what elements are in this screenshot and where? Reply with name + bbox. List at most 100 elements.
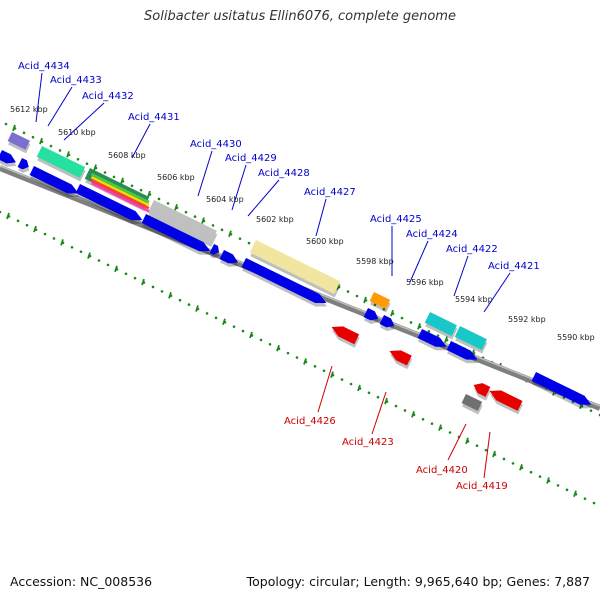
reverse-gene-0-body <box>331 326 360 345</box>
map-title: Solibacter usitatus Ellin6076, complete … <box>144 9 456 24</box>
forward-gene-leader <box>453 255 469 297</box>
tick-bottom-dot <box>448 431 452 434</box>
feature-bar-3-body <box>147 200 217 244</box>
reverse-gene-2 <box>473 383 491 401</box>
forward-gene-9-body <box>379 315 395 328</box>
forward-gene-leader <box>231 164 247 211</box>
reverse-gene-label: Acid_4420 <box>416 465 468 476</box>
forward-gene-1 <box>17 158 30 173</box>
forward-gene-label: Acid_4422 <box>446 244 498 255</box>
tick-top-tick <box>12 124 16 132</box>
tick-bottom-dot <box>511 462 515 465</box>
forward-gene-10-body <box>417 329 447 347</box>
tick-top-dot <box>76 157 80 161</box>
forward-gene-label: Acid_4432 <box>82 91 134 102</box>
tick-bottom-dot <box>538 475 542 478</box>
scale-label: 5608 kbp <box>108 151 146 160</box>
tick-top-dot <box>355 294 359 298</box>
tick-bottom-tick <box>276 344 280 352</box>
tick-top-dot <box>139 188 143 192</box>
tick-bottom-dot <box>97 259 101 262</box>
reverse-gene-leader <box>483 431 491 479</box>
tick-top-dot <box>112 175 116 179</box>
tick-top-dot <box>382 307 386 311</box>
tick-bottom-tick <box>573 490 577 498</box>
tick-bottom-dot <box>52 237 56 240</box>
forward-gene-label: Acid_4425 <box>370 214 422 225</box>
tick-bottom-dot <box>376 395 380 399</box>
tick-bottom-dot <box>367 391 371 395</box>
reverse-gene-0 <box>331 326 360 348</box>
tick-top-dot <box>247 241 251 245</box>
tick-top-dot <box>346 290 350 293</box>
tick-bottom-dot <box>25 223 29 227</box>
tick-top-tick <box>363 296 367 304</box>
tick-bottom-tick <box>222 318 226 326</box>
scale-label: 5592 kbp <box>508 315 546 324</box>
tick-bottom-dot <box>529 470 533 474</box>
forward-genes <box>0 150 592 409</box>
tick-top-tick <box>390 309 394 317</box>
tick-top-tick <box>39 137 43 145</box>
forward-gene-3 <box>75 184 143 224</box>
forward-gene-12-body <box>531 372 592 405</box>
tick-bottom-tick <box>303 358 307 365</box>
forward-gene-2-body <box>29 166 79 194</box>
tick-bottom-dot <box>79 250 83 253</box>
feature-stripe-fill-2 <box>90 182 150 213</box>
reverse-gene-1 <box>389 350 413 370</box>
tick-bottom-tick <box>357 384 361 392</box>
tick-bottom-dot <box>268 343 272 346</box>
forward-gene-4-body <box>141 214 211 252</box>
tick-bottom-dot <box>133 276 137 280</box>
tick-top-tick <box>174 204 178 211</box>
scale-label: 5594 kbp <box>455 295 493 304</box>
tick-top-dot <box>130 184 134 188</box>
feature-bar-7 <box>454 326 488 354</box>
tick-bottom-dot <box>232 325 236 328</box>
feature-bar-4-body <box>249 240 341 294</box>
tick-bottom-dot <box>286 351 290 355</box>
forward-gene-7-body <box>241 258 327 304</box>
tick-bottom-dot <box>403 409 407 412</box>
forward-gene-leader <box>63 102 105 141</box>
forward-gene-leader <box>247 179 280 217</box>
forward-gene-labels: Acid_4434Acid_4433Acid_4432Acid_4431Acid… <box>18 61 540 313</box>
tick-top-tick <box>228 230 232 238</box>
tick-bottom-tick <box>87 252 91 259</box>
tick-top-dot <box>85 162 89 165</box>
forward-gene-11 <box>446 341 479 364</box>
tick-top-tick <box>417 323 421 330</box>
scale-label: 5600 kbp <box>306 237 344 246</box>
tick-top-tick <box>66 151 70 158</box>
tick-bottom-dot <box>340 378 344 381</box>
tick-top-tick <box>444 336 448 343</box>
tick-top-dot <box>427 329 431 333</box>
forward-gene-0 <box>0 150 17 167</box>
tick-bottom-dot <box>214 316 218 320</box>
tick-bottom-dot <box>16 219 20 223</box>
feature-bar-0 <box>7 132 31 154</box>
reverse-gene-3-body <box>489 390 523 411</box>
tick-bottom-dot <box>430 422 434 425</box>
tick-bottom-tick <box>546 477 550 484</box>
forward-gene-leader <box>47 86 73 127</box>
tick-top-tick <box>120 177 124 185</box>
tick-top-dot <box>193 215 197 218</box>
tick-top-dot <box>31 135 35 139</box>
tick-bottom-dot <box>484 448 488 452</box>
scale-label: 5598 kbp <box>356 257 394 266</box>
forward-gene-label: Acid_4431 <box>128 112 180 123</box>
reverse-gene-2-body <box>473 383 491 397</box>
tick-top-dot <box>157 197 161 201</box>
forward-gene-label: Acid_4433 <box>50 75 102 86</box>
tick-bottom-tick <box>492 450 496 458</box>
forward-gene-label: Acid_4428 <box>258 168 310 179</box>
tick-bottom-dot <box>556 484 560 487</box>
tick-top-dot <box>238 237 242 240</box>
scale-label: 5606 kbp <box>157 173 195 182</box>
tick-top-dot <box>22 131 26 135</box>
tick-bottom-dot <box>259 338 263 342</box>
